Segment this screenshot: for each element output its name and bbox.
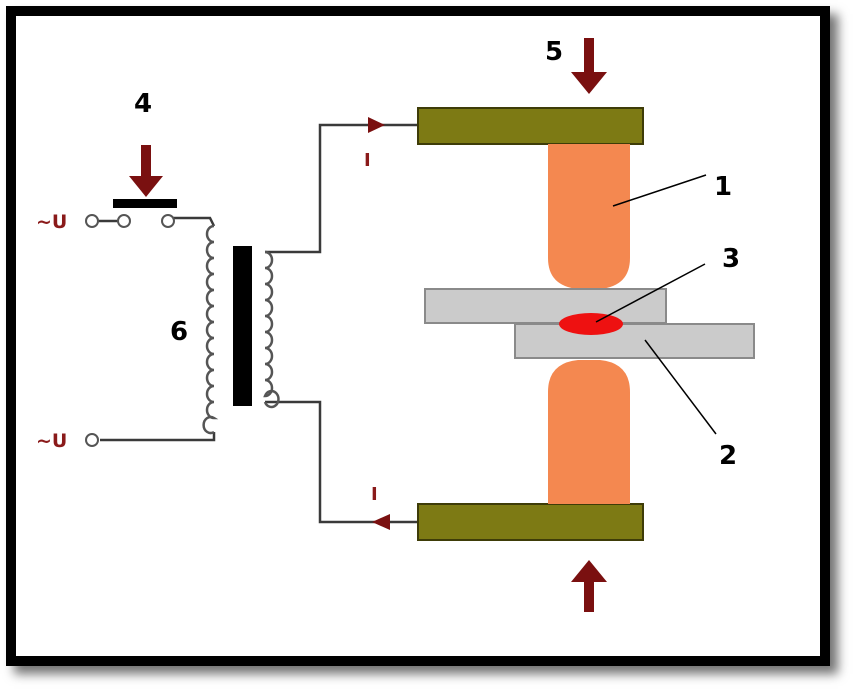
weld-nugget	[559, 313, 623, 335]
leader-lines	[595, 174, 717, 435]
secondary-coil	[263, 250, 280, 409]
transformer-core	[233, 246, 252, 406]
upper-workpiece-sheet	[424, 288, 667, 324]
leader-nugget	[595, 263, 706, 323]
label-switch: 4	[134, 89, 152, 119]
label-workpiece: 2	[719, 441, 737, 471]
current-label-top: I	[364, 150, 371, 171]
leader-electrode	[612, 174, 707, 207]
source-label-bottom: ~U	[36, 430, 67, 452]
transformer	[202, 224, 280, 435]
current-label-bottom: I	[371, 484, 378, 505]
terminal-bottom	[85, 433, 99, 447]
lower-electrode-holder	[417, 503, 644, 541]
label-transformer: 6	[170, 317, 188, 347]
terminal-top	[85, 214, 99, 228]
lower-workpiece-sheet	[514, 323, 755, 359]
secondary-wire-bottom	[265, 400, 420, 524]
input-terminals	[85, 214, 99, 447]
input-wire-bottom	[100, 432, 216, 442]
upper-electrode-holder	[417, 107, 644, 145]
switch-contact-right	[161, 214, 175, 228]
switch-contact-left	[117, 214, 131, 228]
primary-coil	[202, 224, 219, 435]
secondary-wire-top	[265, 123, 420, 254]
upper-electrode	[548, 144, 630, 289]
lower-electrode	[548, 360, 630, 504]
label-electrode: 1	[714, 172, 732, 202]
source-label-top: ~U	[36, 211, 67, 233]
current-arrow-top-icon	[368, 117, 385, 133]
force-arrow-top-icon	[571, 38, 607, 94]
switch	[113, 145, 177, 228]
switch-press-arrow-icon	[129, 145, 163, 197]
label-weld-nugget: 3	[722, 244, 740, 274]
switch-to-coil-wire	[172, 216, 216, 227]
force-arrow-bottom-icon	[571, 560, 607, 612]
current-arrow-bottom-icon	[372, 514, 390, 530]
switch-blade	[113, 199, 177, 208]
label-force: 5	[545, 37, 563, 67]
leader-workpiece	[644, 339, 717, 435]
